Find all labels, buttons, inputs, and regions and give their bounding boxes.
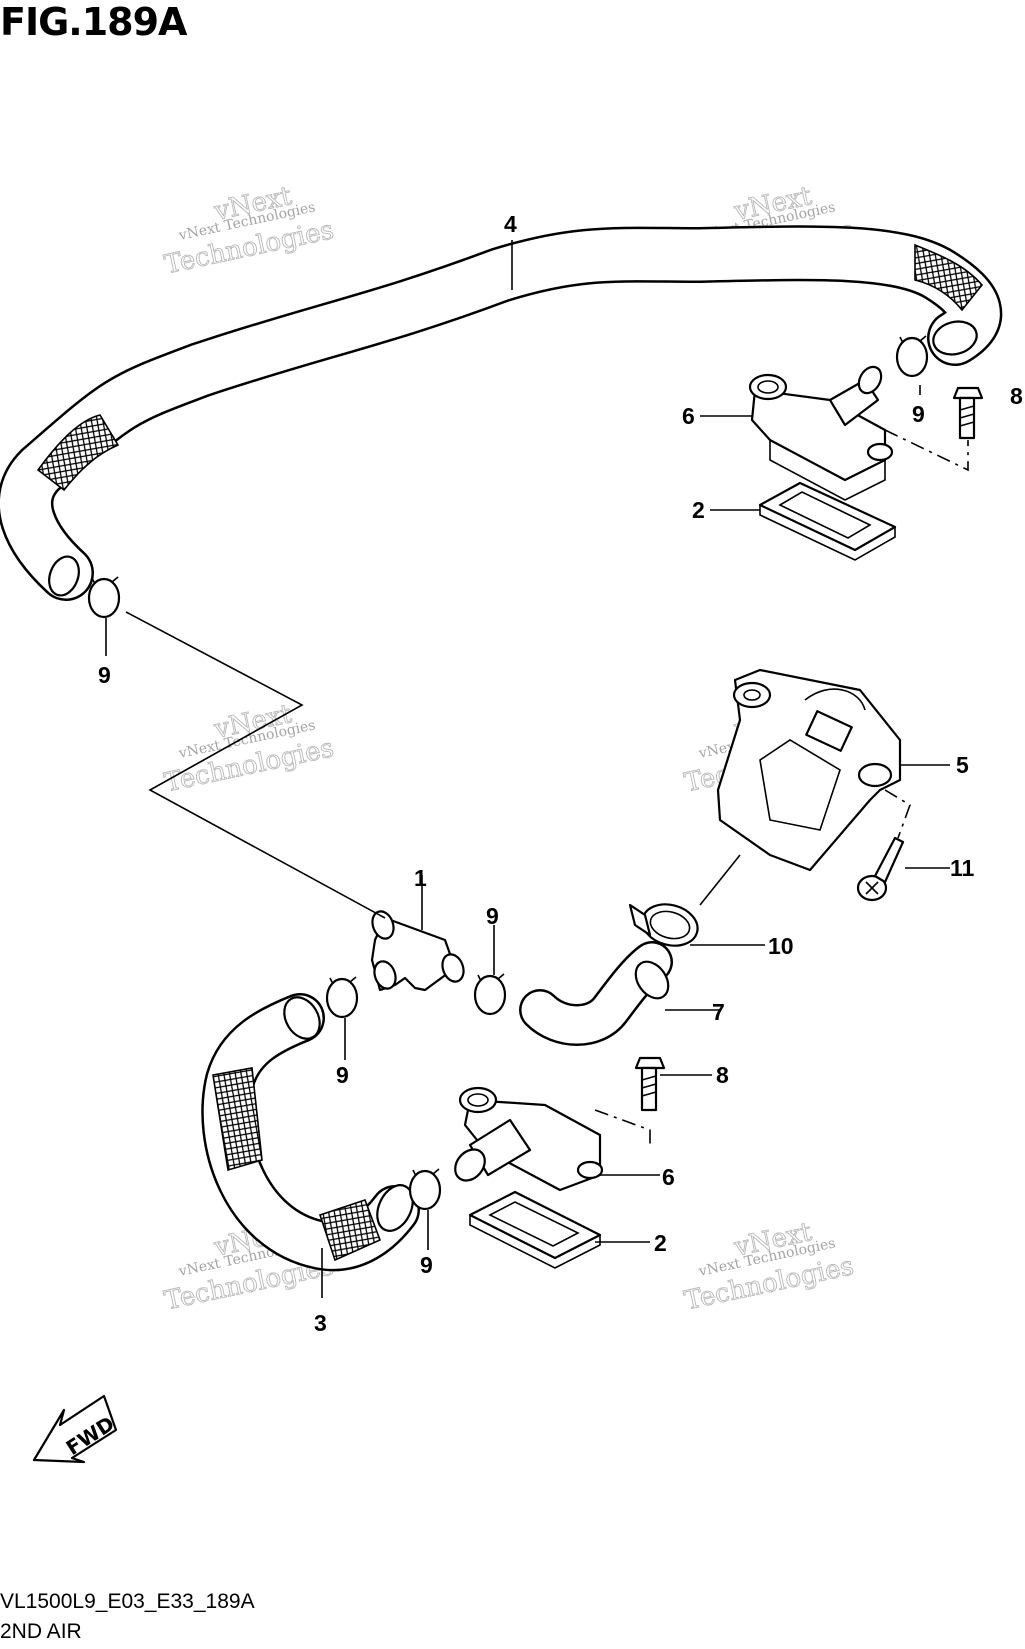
gasket-icon — [468, 1190, 602, 1269]
callout-9: 9 — [98, 662, 111, 688]
clamp-icon — [473, 973, 507, 1016]
callout-5: 5 — [956, 752, 969, 778]
clamp-icon — [408, 1168, 442, 1211]
screw-icon — [856, 836, 905, 902]
callout-8: 8 — [1010, 383, 1023, 409]
callout-6: 6 — [662, 1164, 675, 1190]
pipe-hose-icon — [519, 941, 673, 1046]
callout-9: 9 — [420, 1252, 433, 1278]
callout-6: 6 — [682, 403, 695, 429]
clamp-icon — [895, 335, 929, 378]
callout-3: 3 — [314, 1310, 327, 1336]
fwd-arrow-icon: FWD — [32, 1394, 119, 1464]
figure-code: VL1500L9_E03_E33_189A — [0, 1590, 255, 1613]
gasket-icon — [758, 481, 897, 561]
callout-9: 9 — [336, 1062, 349, 1088]
callout-9: 9 — [912, 401, 925, 427]
callout-4: 4 — [504, 211, 517, 237]
bolt-icon — [952, 386, 984, 440]
clamp-icon — [325, 976, 359, 1019]
callout-11: 11 — [950, 855, 975, 881]
bolt-icon — [634, 1056, 666, 1112]
control-valve-icon — [716, 668, 902, 872]
joint-icon — [370, 910, 465, 992]
callout-9: 9 — [486, 903, 499, 929]
figure-title: FIG.189A — [0, 0, 187, 44]
figure-name: 2ND AIR — [0, 1620, 82, 1643]
leader-lines — [105, 240, 969, 1298]
clamp-icon — [628, 903, 699, 947]
callout-8: 8 — [716, 1062, 729, 1088]
clamp-icon — [87, 576, 121, 619]
reed-valve-icon — [454, 1086, 604, 1192]
callout-1: 1 — [414, 865, 427, 891]
pipe-hose-icon — [201, 993, 420, 1272]
callout-2: 2 — [692, 497, 705, 523]
reed-valve-icon — [748, 365, 894, 501]
callout-7: 7 — [712, 999, 725, 1025]
pipe-hose-icon — [0, 225, 1003, 601]
callout-2: 2 — [654, 1230, 667, 1256]
callout-10: 10 — [768, 933, 794, 959]
